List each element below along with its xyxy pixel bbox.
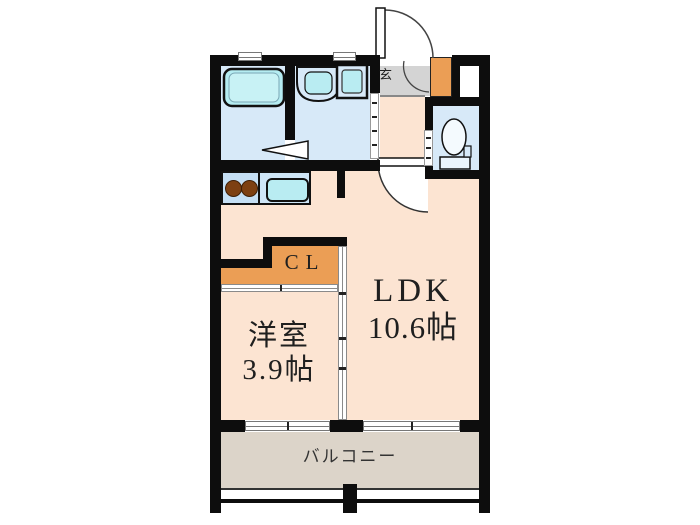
kitchen-sink-icon [266, 178, 309, 202]
wall-washroom-right [370, 55, 380, 93]
closet-area [272, 246, 338, 284]
wall-bottom-c [460, 420, 490, 432]
interior-door-swing-icon [377, 157, 429, 213]
room-sliding-partition [338, 246, 347, 420]
wall-bottom-a [210, 420, 245, 432]
wall-toilet-bottom [425, 170, 490, 179]
closet-label: CL [284, 250, 326, 274]
balcony-rail [221, 499, 479, 503]
ldk-window [363, 421, 460, 431]
stove-top [223, 173, 260, 203]
bathroom-door-icon [261, 140, 309, 160]
wall-closet-step [263, 237, 272, 268]
wall-kitchen-stub [337, 160, 345, 198]
washroom-door [370, 93, 379, 159]
shoe-cabinet [430, 57, 452, 97]
wall-toilet-left-upper [425, 106, 433, 130]
bathroom-vent-window [238, 52, 262, 61]
wall-top-left [210, 55, 377, 66]
toilet-door [424, 130, 433, 166]
wall-bottom-b [330, 420, 363, 432]
ldk-size-label: 10.6帖 [367, 310, 459, 345]
balcony-label: バルコニー [302, 447, 398, 466]
bathtub-inner [228, 72, 280, 103]
wall-closet-left [210, 259, 272, 268]
washbasin-bowl [304, 71, 333, 95]
wall-right [479, 55, 490, 513]
wall-top-right [452, 55, 490, 66]
wall-washroom-bottom [210, 160, 380, 171]
ldk-label: LDK [373, 273, 453, 309]
closet-area-left [221, 268, 272, 284]
balcony-divider-post [343, 484, 357, 513]
kitchen-counter [221, 171, 311, 205]
front-door-swing-icon [375, 7, 434, 93]
closet-sliding-door [221, 284, 338, 292]
washing-machine-inner [341, 69, 363, 94]
stove-burner-icon [241, 180, 258, 197]
wall-left [210, 55, 221, 513]
bedroom-window [245, 421, 330, 431]
bedroom-label: 洋室 [247, 320, 310, 352]
ldk-bedroom-floor [221, 171, 479, 420]
entrance-step-line [380, 95, 425, 97]
wall-cabinet-right [452, 55, 460, 98]
bedroom-size-label: 3.9帖 [242, 354, 316, 386]
wall-bath-divider [285, 62, 295, 140]
wall-toilet-top [425, 97, 490, 106]
toilet-icon [439, 118, 472, 170]
washroom-vent-window [333, 52, 356, 61]
entrance-label: 玄 [379, 67, 393, 82]
wall-closet-top [263, 237, 347, 246]
